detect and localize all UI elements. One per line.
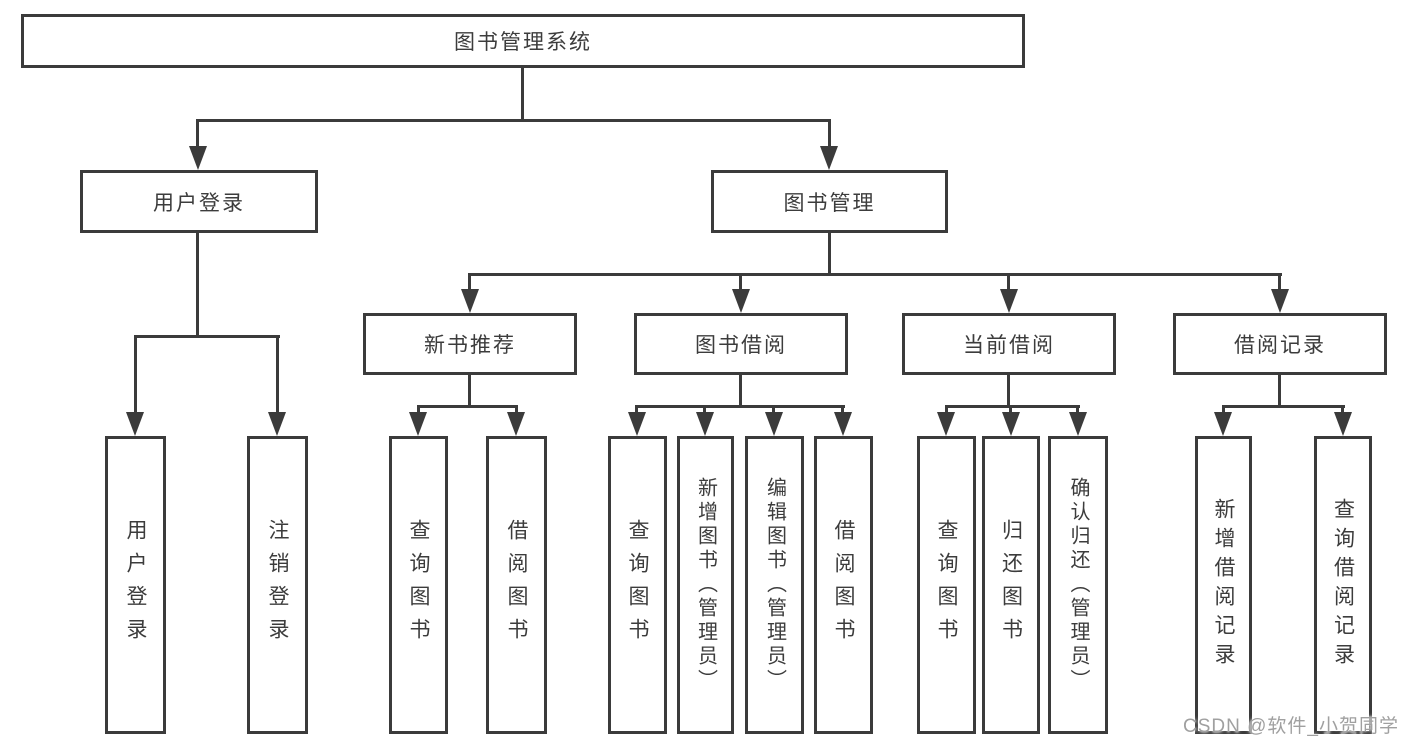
node-library-management-system: 图书管理系统 bbox=[21, 14, 1025, 68]
connector-root-branch-bar bbox=[196, 119, 831, 122]
connector-to-borrow-records bbox=[1278, 273, 1281, 293]
arrowhead-book-mgmt bbox=[820, 146, 838, 170]
leaf-borrow-book: 借阅图书 bbox=[814, 436, 873, 734]
arrowhead-current-borrow bbox=[1000, 289, 1018, 313]
node-book-borrowing: 图书借阅 bbox=[634, 313, 848, 375]
arrowhead-g4-leaf2 bbox=[1002, 412, 1020, 436]
connector-to-new-book-rec bbox=[468, 273, 471, 293]
node-user-login: 用户登录 bbox=[80, 170, 318, 233]
connector-g2-leaf2 bbox=[515, 405, 518, 415]
leaf-return-book: 归还图书 bbox=[982, 436, 1040, 734]
leaf-query-book-current: 查询图书 bbox=[917, 436, 976, 734]
connector-user-login-stem bbox=[196, 233, 199, 338]
arrowhead-leaf-logout bbox=[268, 412, 286, 436]
connector-new-book-rec-bar bbox=[417, 405, 518, 408]
arrowhead-g5-leaf2 bbox=[1334, 412, 1352, 436]
arrowhead-g5-leaf1 bbox=[1214, 412, 1232, 436]
connector-g4-leaf2 bbox=[1009, 405, 1012, 415]
connector-current-borrow-stem bbox=[1007, 375, 1010, 408]
connector-to-current-borrow bbox=[1007, 273, 1010, 293]
connector-to-leaf-user-login bbox=[134, 335, 137, 415]
connector-g3-leaf1 bbox=[635, 405, 638, 415]
leaf-add-book-admin: 新增图书（管理员） bbox=[677, 436, 734, 734]
connector-root-stem bbox=[521, 68, 524, 121]
connector-book-mgmt-branch-bar bbox=[468, 273, 1282, 276]
arrowhead-leaf-user-login bbox=[126, 412, 144, 436]
connector-current-borrow-bar bbox=[945, 405, 1080, 408]
arrowhead-book-borrow bbox=[732, 289, 750, 313]
node-book-management: 图书管理 bbox=[711, 170, 948, 233]
node-borrowing-records: 借阅记录 bbox=[1173, 313, 1387, 375]
connector-root-to-book-mgmt bbox=[828, 119, 831, 149]
node-new-book-recommend: 新书推荐 bbox=[363, 313, 577, 375]
connector-book-borrow-bar bbox=[636, 405, 845, 408]
connector-borrow-records-stem bbox=[1278, 375, 1281, 408]
connector-g4-leaf1 bbox=[945, 405, 948, 415]
connector-new-book-rec-stem bbox=[468, 375, 471, 408]
connector-user-login-branch-bar bbox=[134, 335, 280, 338]
leaf-user-login: 用户登录 bbox=[105, 436, 166, 734]
connector-book-borrow-stem bbox=[739, 375, 742, 408]
leaf-borrow-book-rec: 借阅图书 bbox=[486, 436, 547, 734]
leaf-logout: 注销登录 bbox=[247, 436, 308, 734]
arrowhead-g3-leaf3 bbox=[765, 412, 783, 436]
connector-to-leaf-logout bbox=[276, 335, 279, 415]
node-current-borrowing: 当前借阅 bbox=[902, 313, 1116, 375]
leaf-edit-book-admin: 编辑图书（管理员） bbox=[745, 436, 804, 734]
leaf-confirm-return-admin: 确认归还（管理员） bbox=[1048, 436, 1108, 734]
leaf-query-borrow-record: 查询借阅记录 bbox=[1314, 436, 1372, 734]
connector-g3-leaf2 bbox=[703, 405, 706, 415]
arrowhead-borrow-records bbox=[1271, 289, 1289, 313]
arrowhead-g3-leaf4 bbox=[834, 412, 852, 436]
arrowhead-g3-leaf2 bbox=[696, 412, 714, 436]
connector-g3-leaf4 bbox=[841, 405, 844, 415]
csdn-watermark: CSDN @软件_小贺同学 bbox=[1183, 716, 1399, 737]
connector-g3-leaf3 bbox=[772, 405, 775, 415]
arrowhead-user-login bbox=[189, 146, 207, 170]
arrowhead-g3-leaf1 bbox=[628, 412, 646, 436]
leaf-query-book-borrow: 查询图书 bbox=[608, 436, 667, 734]
connector-to-book-borrow bbox=[739, 273, 742, 293]
arrowhead-new-book-rec bbox=[461, 289, 479, 313]
connector-g5-leaf1 bbox=[1222, 405, 1225, 415]
leaf-add-borrow-record: 新增借阅记录 bbox=[1195, 436, 1252, 734]
connector-root-to-user-login bbox=[196, 119, 199, 149]
connector-g2-leaf1 bbox=[417, 405, 420, 415]
connector-book-mgmt-stem bbox=[828, 233, 831, 276]
leaf-query-book-rec: 查询图书 bbox=[389, 436, 448, 734]
arrowhead-g2-leaf2 bbox=[507, 412, 525, 436]
connector-g5-leaf2 bbox=[1341, 405, 1344, 415]
arrowhead-g4-leaf1 bbox=[937, 412, 955, 436]
arrowhead-g4-leaf3 bbox=[1069, 412, 1087, 436]
arrowhead-g2-leaf1 bbox=[409, 412, 427, 436]
connector-g4-leaf3 bbox=[1076, 405, 1079, 415]
connector-borrow-records-bar bbox=[1222, 405, 1345, 408]
